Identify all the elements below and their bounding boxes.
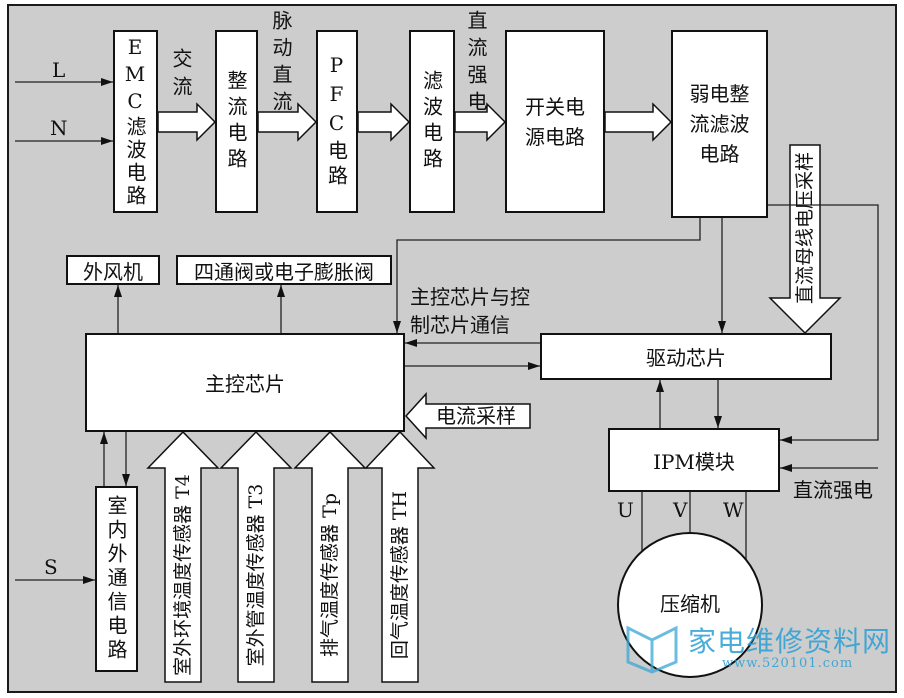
input-l-label: L [52,58,66,82]
arrow-smps-to-weak-rectifier [604,102,673,142]
sensor-t3-label: 室外管温度传感器 T3 [245,483,267,667]
watermark-name: 家电维修资料网 [688,625,892,658]
phase-w-label: W [723,498,744,522]
ac-label: 交流 [169,48,193,104]
weak-rectifier-block: 弱电整 流滤波 电路 [671,30,768,218]
valve-block: 四通阀或电子膨胀阀 [176,255,392,285]
arrow-sensor-tp [293,430,367,683]
outdoor-fan-label: 外风机 [83,259,143,284]
main-chip-label: 主控芯片 [205,372,285,396]
arrow-emc-to-rectifier [157,102,217,142]
emc-filter-block: EMC滤波电路 [113,30,158,213]
main-chip-block: 主控芯片 [85,333,405,432]
compressor-label: 压缩机 [660,592,720,616]
phase-u-label: U [617,498,634,522]
line-weak-to-main [393,218,701,333]
dc-high-voltage-ipm-label: 直流强电 [793,478,873,502]
pfc-label: PFC电路 [324,53,349,190]
sensor-t4-label: 室外环境温度传感器 T4 [172,474,194,676]
driver-chip-label: 驱动芯片 [646,346,726,370]
comm-circuit-block: 室内外通信电路 [95,486,138,672]
dc-high-voltage-top-label: 直流强电 [464,10,488,118]
ipm-label: IPM模块 [653,449,735,474]
ipm-block: IPM模块 [608,428,780,492]
chip-comm-label-line: 制芯片通信 [410,313,510,337]
weak-rectifier-label: 弱电整 流滤波 电路 [690,79,750,169]
smps-label-line: 开关电 [525,94,585,119]
weak-rectifier-label-line: 电路 [699,142,740,166]
arrow-filter-to-smps [454,102,507,142]
watermark-logo-icon [626,625,678,674]
input-n-label: N [50,116,68,140]
chip-comm-label-line: 主控芯片与控 [410,285,530,309]
outdoor-fan-block: 外风机 [66,255,160,285]
rectifier-block: 整流电路 [215,30,258,213]
rectifier-label: 整流电路 [224,69,248,174]
valve-label: 四通阀或电子膨胀阀 [194,259,374,284]
dc-bus-voltage-sampling-label: 直流母线电压采样 [794,152,816,305]
sensor-th-label: 回气温度传感器 TH [389,490,411,660]
smps-label-line: 源电路 [525,124,585,149]
phase-v-label: V [673,498,688,522]
arrow-sensor-t4 [146,430,220,683]
compressor-circle [617,532,763,678]
weak-rectifier-label-line: 弱电整 [689,82,750,106]
sensor-tp-label: 排气温度传感器 Tp [319,493,341,657]
filter-block: 滤波电路 [409,30,455,213]
input-s-label: S [44,555,58,579]
comm-circuit-label: 室内外通信电路 [104,495,128,663]
watermark-url: www.520101.com [722,656,854,671]
emc-filter-label: EMC滤波电路 [123,35,147,208]
smps-label: 开关电 源电路 [525,92,585,152]
arrow-pfc-to-filter [357,102,411,142]
current-sampling-label: 电流采样 [436,404,516,428]
arrow-dc-bus-voltage-sampling [768,144,842,335]
weak-rectifier-label-line: 流滤波 [689,112,750,136]
line-weak-to-ipm [768,204,879,444]
arrow-current-sampling [404,392,531,440]
arrow-sensor-th [364,430,436,683]
arrow-rectifier-to-pfc [257,102,318,142]
arrow-sensor-t3 [219,430,293,683]
pulsating-dc-label: 脉动直流 [269,10,293,118]
smps-block: 开关电 源电路 [505,30,605,213]
driver-chip-block: 驱动芯片 [540,333,832,380]
pfc-block: PFC电路 [316,30,358,213]
filter-label: 滤波电路 [419,69,444,174]
